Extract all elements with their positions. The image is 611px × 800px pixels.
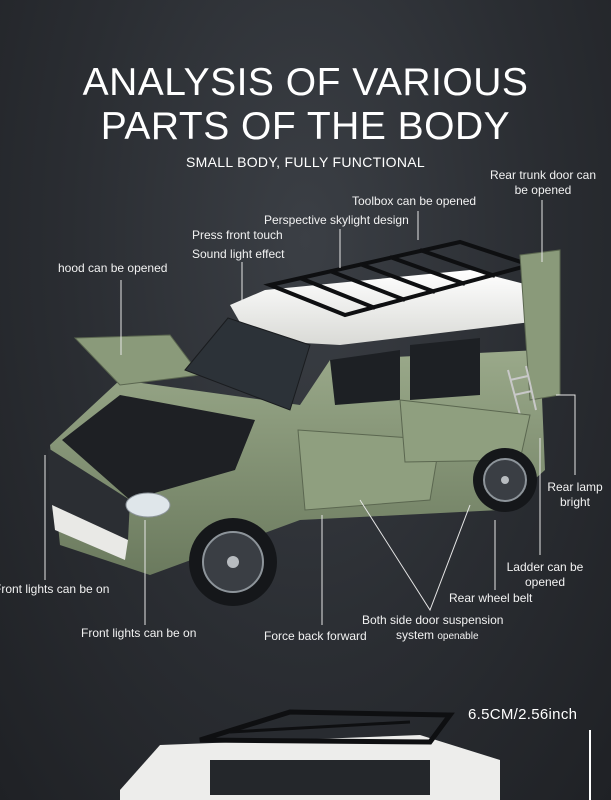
label-ladder-line2: opened bbox=[524, 575, 566, 589]
callout-lines bbox=[44, 200, 576, 625]
side-window bbox=[330, 350, 400, 405]
label-front-lights-bottom: Front lights can be on bbox=[81, 626, 197, 640]
label-hood: hood can be opened bbox=[58, 261, 168, 275]
front-bumper bbox=[52, 505, 128, 560]
label-door-suspension: Both side door suspension bbox=[362, 613, 504, 627]
engine-bay bbox=[62, 395, 255, 500]
page-title-line-1: ANALYSIS OF VARIOUS bbox=[82, 61, 529, 104]
open-hood bbox=[73, 334, 201, 386]
page-subtitle: SMALL BODY, FULLY FUNCTIONAL bbox=[186, 154, 425, 170]
label-door-suspension-line2: system openable bbox=[396, 628, 479, 644]
label-rear-trunk-line1: Rear trunk door can bbox=[489, 168, 597, 182]
label-rear-lamp: Rear lamp bright bbox=[540, 480, 610, 510]
label-ladder: Ladder can be opened bbox=[505, 560, 585, 590]
ladder bbox=[507, 365, 537, 416]
label-rear-trunk: Rear trunk door can be opened bbox=[478, 168, 608, 198]
label-front-lights-left: Front lights can be on bbox=[0, 582, 110, 596]
page-title-line-2: PARTS OF THE BODY bbox=[100, 105, 511, 148]
rear-wheel bbox=[473, 448, 537, 512]
label-rear-trunk-line2: be opened bbox=[514, 183, 572, 197]
label-press-touch: Press front touch bbox=[192, 228, 283, 242]
white-roof bbox=[230, 270, 548, 345]
label-force-back: Force back forward bbox=[264, 629, 367, 643]
label-sound-light: Sound light effect bbox=[192, 247, 285, 261]
second-car-preview bbox=[120, 709, 500, 800]
rear-window bbox=[410, 338, 480, 400]
label-ladder-line1: Ladder can be bbox=[506, 560, 584, 574]
windshield bbox=[184, 317, 311, 411]
label-door-suspension-system: system bbox=[396, 628, 435, 642]
label-rear-lamp-line1: Rear lamp bbox=[547, 480, 603, 494]
headlight bbox=[125, 492, 171, 518]
label-door-suspension-openable: openable bbox=[437, 631, 479, 642]
label-rear-lamp-line2: bright bbox=[559, 495, 591, 509]
dimension-label: 6.5CM/2.56inch bbox=[468, 706, 578, 723]
label-skylight: Perspective skylight design bbox=[264, 213, 409, 227]
label-rear-wheel: Rear wheel belt bbox=[449, 591, 533, 605]
front-wheel bbox=[189, 518, 277, 606]
label-toolbox: Toolbox can be opened bbox=[352, 194, 477, 208]
